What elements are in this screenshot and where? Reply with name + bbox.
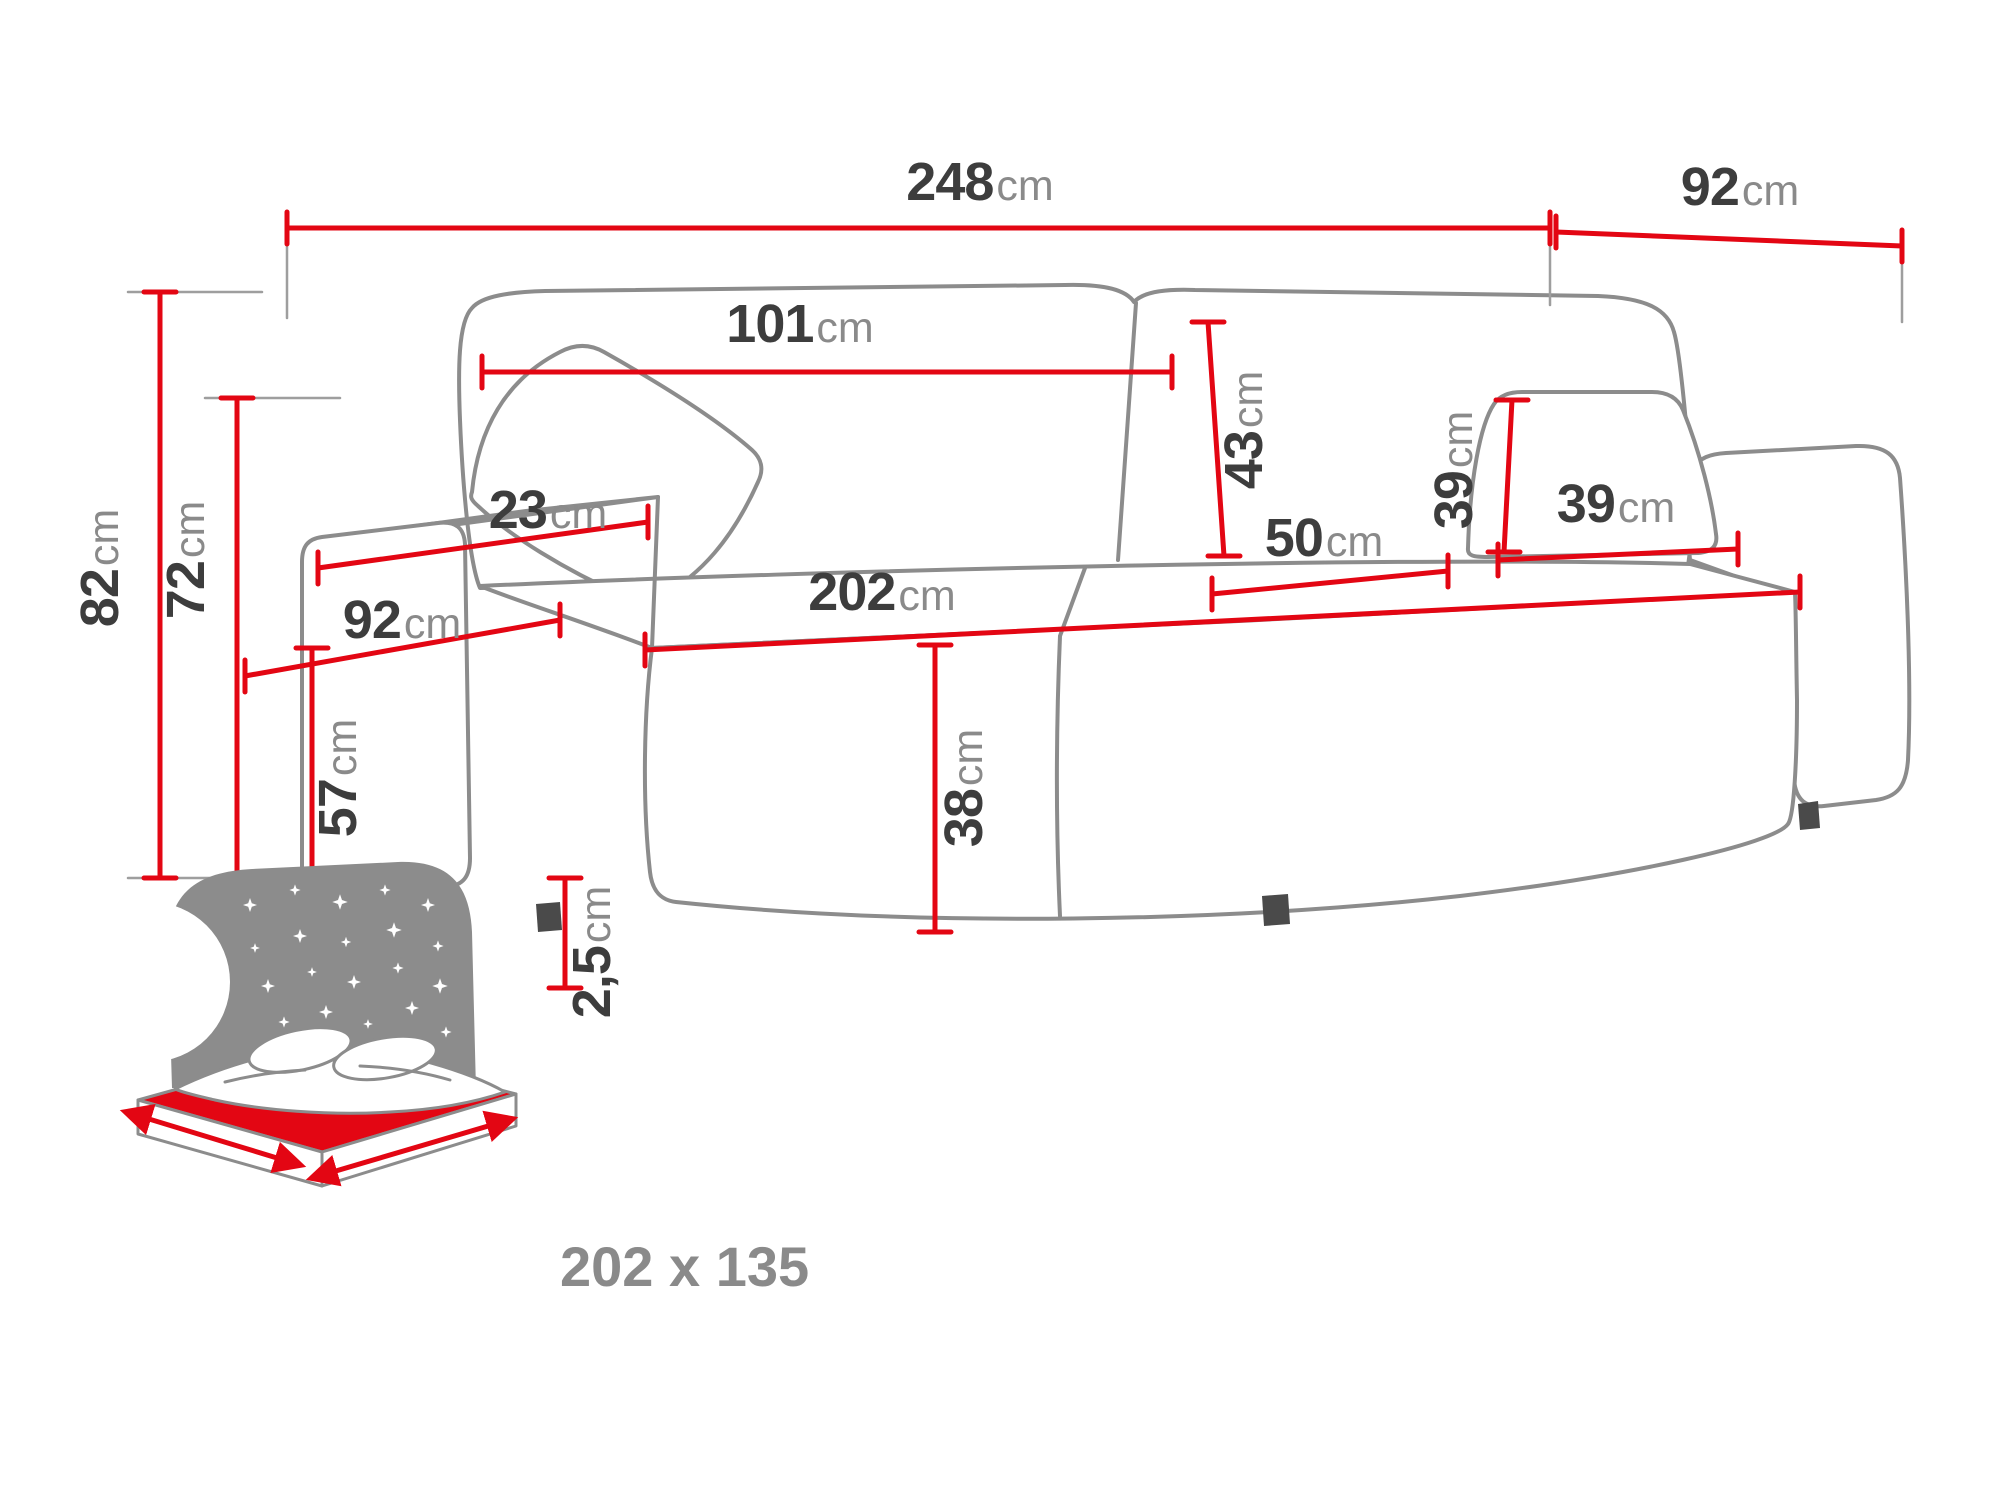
dimension-frame-height: 72cm [156,395,256,881]
overall-width-label: 248cm [906,152,1053,212]
sleeping-area-label: 202 x 135 [560,1235,809,1298]
sleeping-function-icon: 202 x 135 [70,861,809,1298]
dimension-overall-depth: 92cm [1553,157,1905,265]
seat-height-label: 38cm [934,729,994,847]
sofa-leg [1262,894,1290,926]
dimension-back-cushion-height: 43cm [1189,319,1274,559]
dimensions: 248cm 92cm 82cm 72cm 101cm [70,152,1905,1018]
pillow-height-label: 39cm [1424,411,1484,529]
sofa-leg [1798,801,1820,830]
sleeping-width-arrow [119,1104,307,1173]
dimension-leg-height: 2,5cm [546,875,622,1018]
sleeping-length-arrow [305,1110,519,1187]
sofa-leg [536,902,562,932]
dimension-overall-width: 248cm [284,152,1553,247]
armrest-height-label: 57cm [308,719,368,837]
sofa-backrest-seam [1116,301,1138,562]
dimension-line [642,589,1803,653]
dimension-back-cushion-width: 101cm [479,294,1175,391]
dimension-overall-height: 82cm [70,289,179,881]
dimension-armrest-width: 23cm [315,480,651,587]
armrest-width-label: 23cm [489,480,607,540]
dimension-line [1495,546,1741,563]
seat-depth-label: 50cm [1265,508,1383,568]
back-cushion-width-label: 101cm [726,294,873,354]
dimension-line [1501,397,1515,555]
dimension-line [315,519,651,571]
dimension-pillow-height: 39cm [1424,397,1531,555]
dimension-line [1553,229,1905,249]
sofa-armrest-left-inner-edge [650,495,660,650]
leg-height-label: 2,5cm [562,886,622,1018]
sofa-armrest-left-front [300,520,472,899]
moon-icon [70,902,230,1062]
duvet-fold-line [358,1064,452,1082]
dimension-armrest-depth: 92cm [242,590,563,695]
overall-height-label: 82cm [70,509,130,627]
dimension-line [1209,568,1451,597]
dimension-pillow-width: 39cm [1495,474,1741,579]
back-cushion-height-label: 43cm [1214,371,1274,489]
dimension-seat-height: 38cm [916,642,994,935]
frame-height-label: 72cm [156,501,216,619]
dimension-line [242,617,563,679]
pillow-icon [332,1034,438,1082]
sofa-drawing [300,282,1912,932]
duvet-fold-line [223,1068,307,1084]
dimension-line [1205,319,1227,559]
overall-depth-label: 92cm [1681,157,1799,217]
seat-width-label: 202cm [808,562,955,622]
pillow-width-label: 39cm [1557,474,1675,534]
armrest-depth-label: 92cm [343,590,461,650]
dimension-seat-width: 202cm [642,562,1803,669]
sofa-seat-seam [1055,566,1087,918]
night-sky-shape [167,861,477,1090]
dimension-seat-depth: 50cm [1209,508,1451,613]
